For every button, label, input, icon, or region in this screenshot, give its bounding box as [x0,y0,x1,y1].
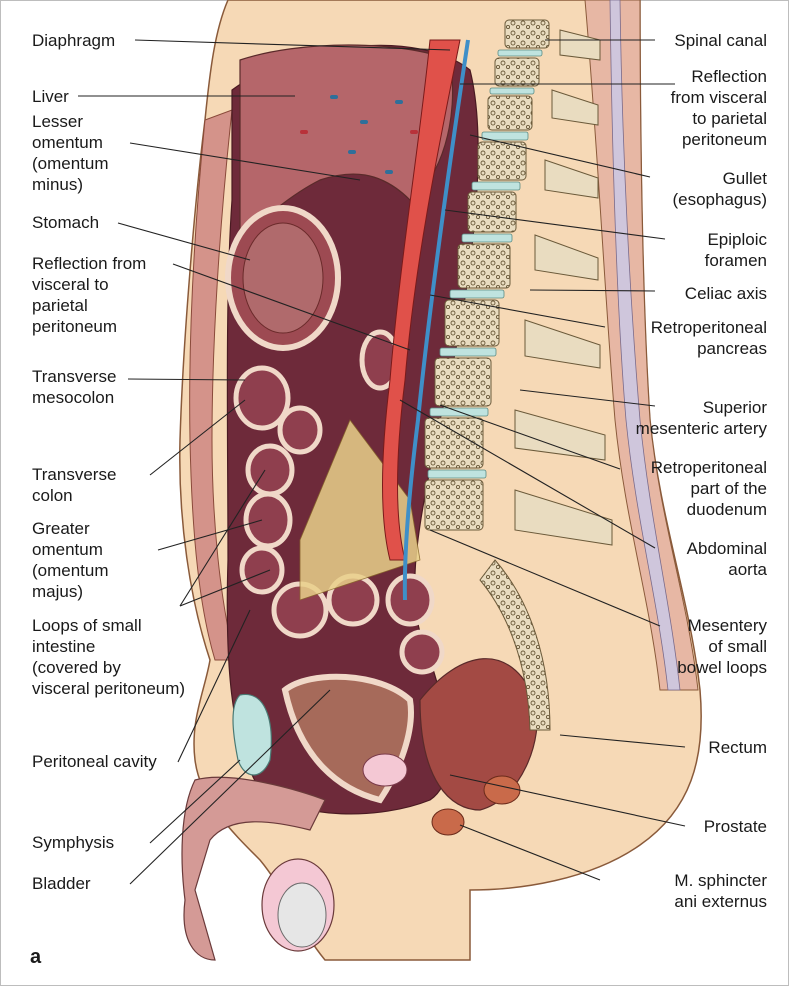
label-abdominal-aorta: Abdominal aorta [687,538,767,580]
label-greater-omentum: Greater omentum (omentum majus) [32,518,109,602]
label-peritoneal-cavity: Peritoneal cavity [32,751,157,772]
label-retroperitoneal-pancreas: Retroperitoneal pancreas [651,317,767,359]
prostate [363,754,407,786]
label-diaphragm: Diaphragm [32,30,115,51]
label-reflection-left: Reflection from visceral to parietal per… [32,253,146,337]
panel-letter: a [30,946,41,969]
label-stomach: Stomach [32,212,99,233]
label-reflection-right: Reflection from visceral to parietal per… [671,66,767,150]
label-lesser-omentum: Lesser omentum (omentum minus) [32,111,109,195]
label-gullet: Gullet (esophagus) [672,168,767,210]
label-epiploic-foramen: Epiploic foramen [705,229,767,271]
label-loops-small-intestine: Loops of small intestine (covered by vis… [32,615,185,699]
label-superior-mesenteric-artery: Superior mesenteric artery [636,397,767,439]
label-sphincter-ani: M. sphincter ani externus [674,870,767,912]
label-liver: Liver [32,86,69,107]
label-symphysis: Symphysis [32,832,114,853]
label-celiac-axis: Celiac axis [685,283,767,304]
label-retroperitoneal-duodenum: Retroperitoneal part of the duodenum [651,457,767,520]
label-spinal-canal: Spinal canal [674,30,767,51]
label-transverse-mesocolon: Transverse mesocolon [32,366,116,408]
label-transverse-colon: Transverse colon [32,464,116,506]
sphincter [432,809,464,835]
label-bladder: Bladder [32,873,91,894]
label-prostate: Prostate [704,816,767,837]
label-rectum: Rectum [708,737,767,758]
label-mesentery-small-bowel: Mesentery of small bowel loops [677,615,767,678]
